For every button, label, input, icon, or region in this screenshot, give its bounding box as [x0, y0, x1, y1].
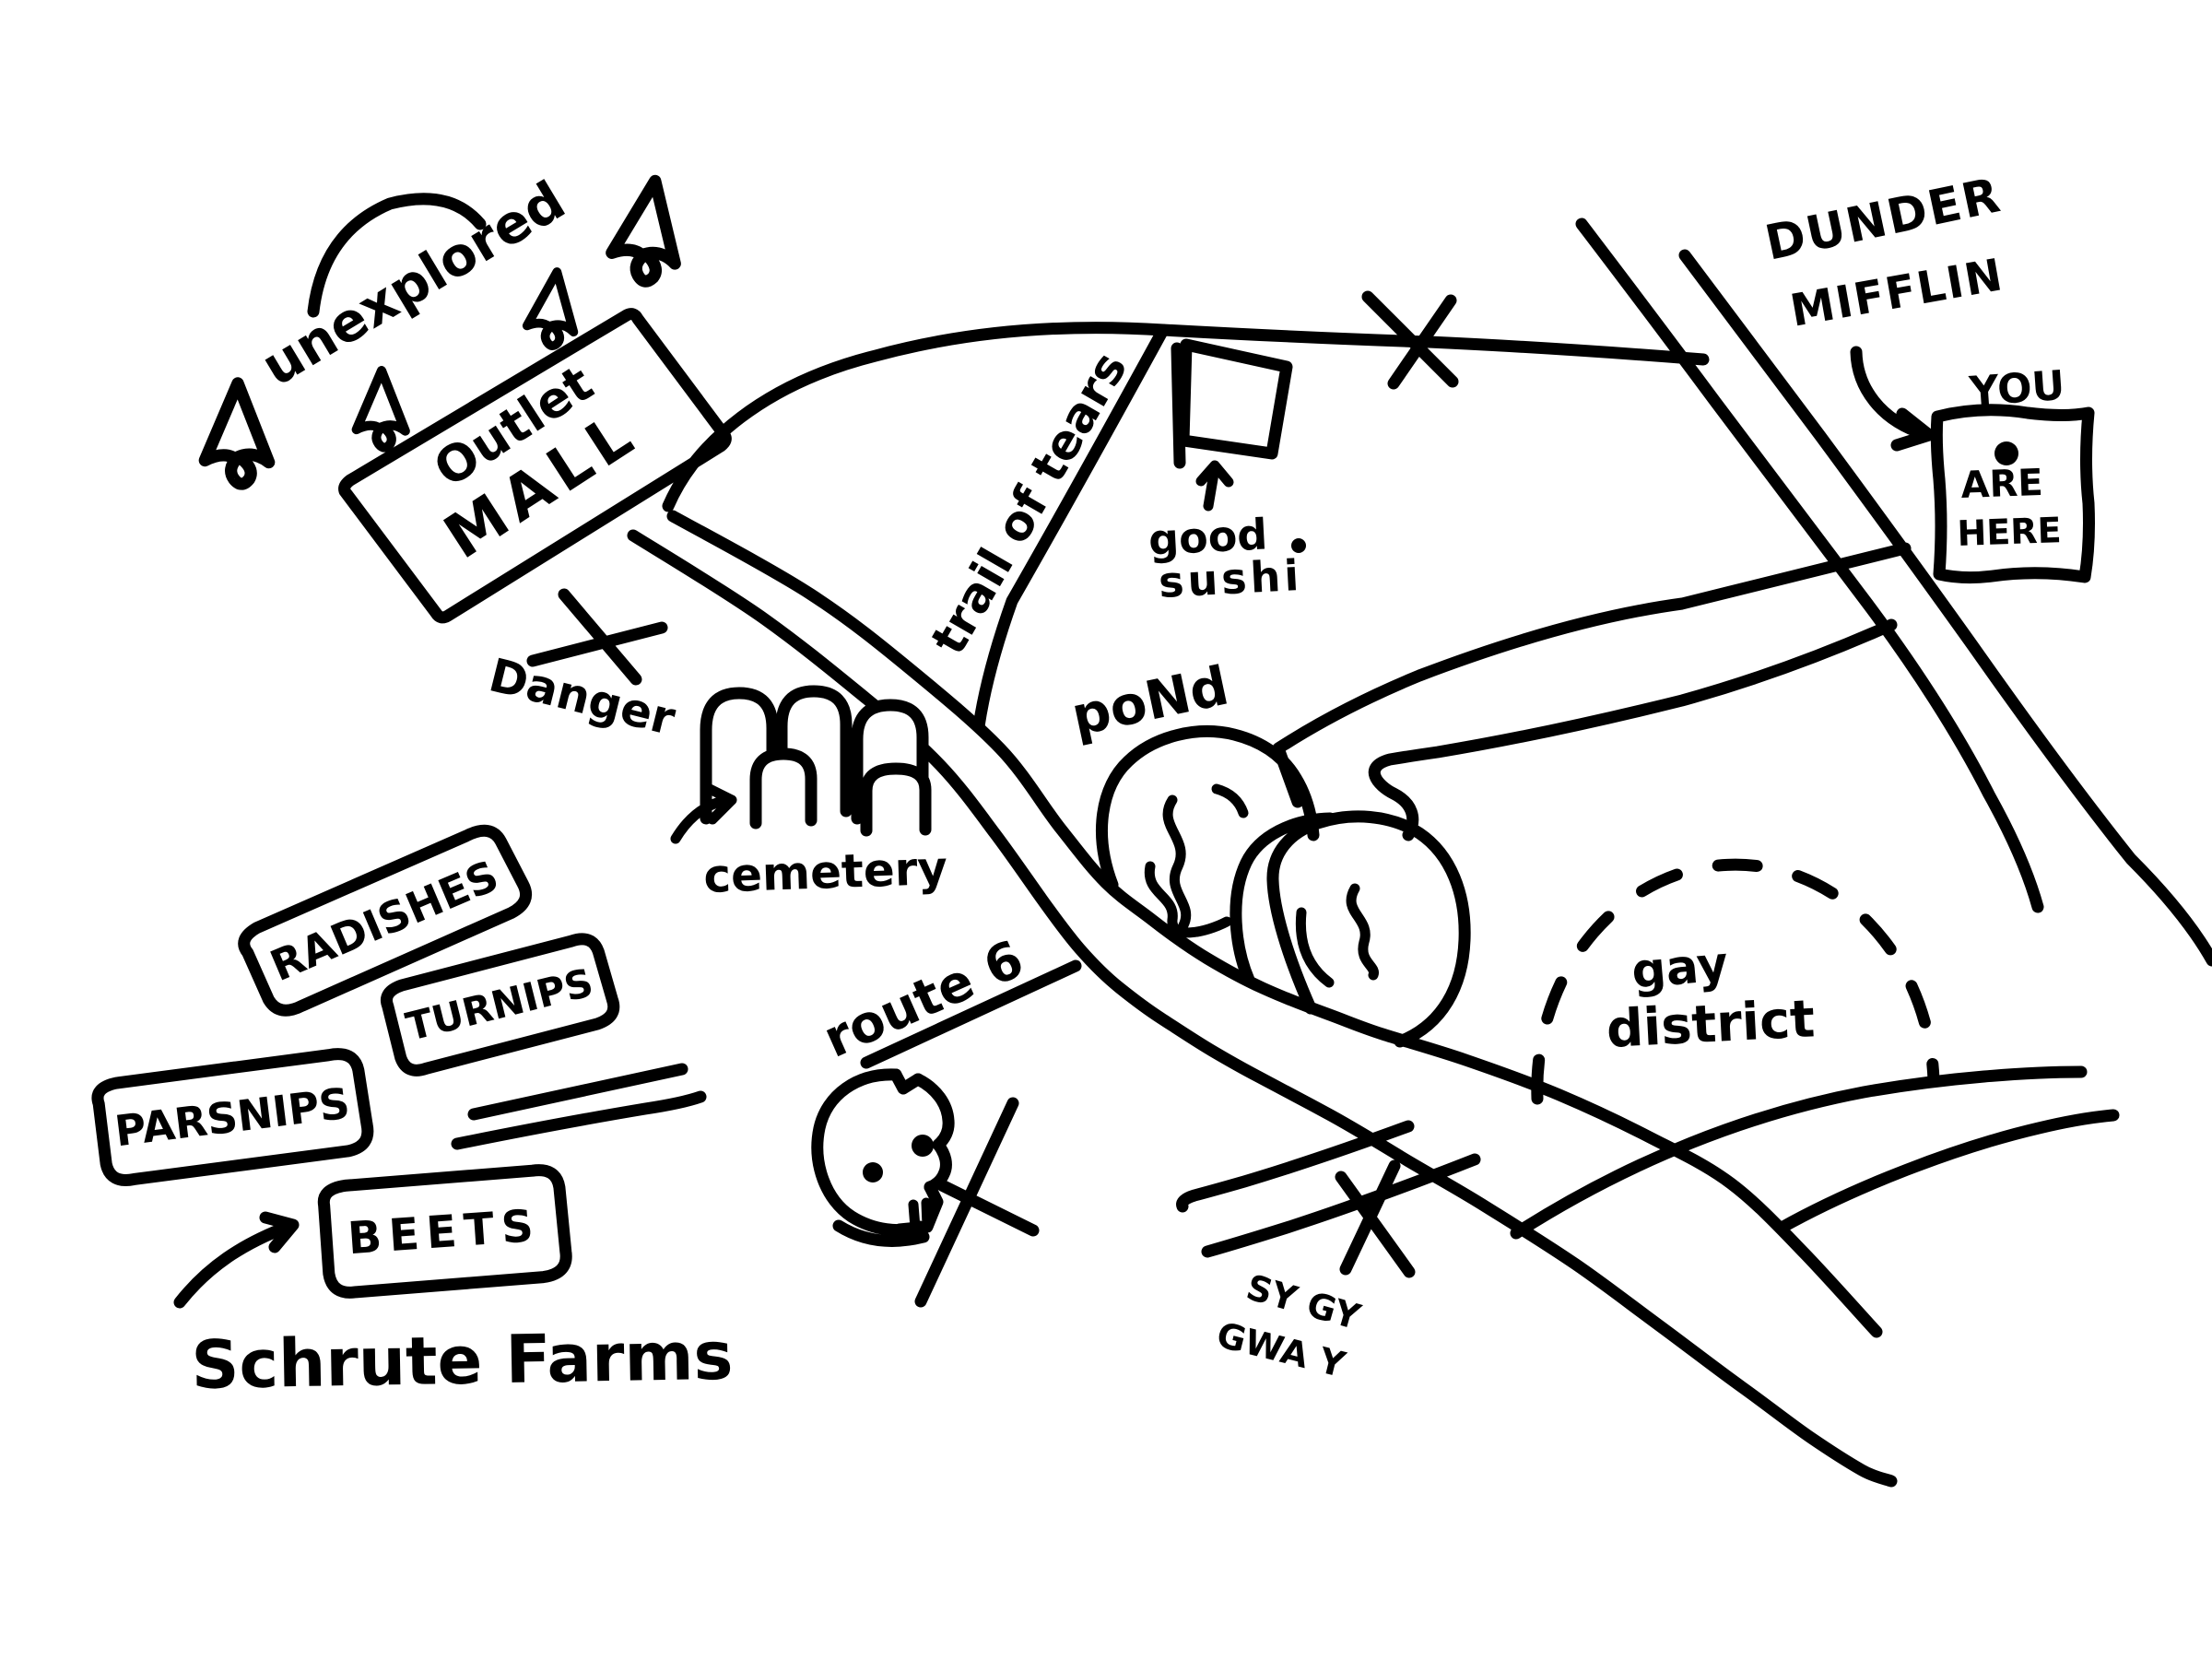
good-sushi-flag [1171, 338, 1306, 553]
label-gay: gay [1630, 936, 1730, 1000]
label-good: good [1147, 509, 1269, 565]
bottom-right-roads [1510, 1065, 2120, 1240]
farm-plot-beets [317, 1164, 572, 1299]
farm-plot-radishes [238, 824, 532, 1017]
you-are-here-sign [1930, 404, 2095, 584]
trail-of-tears-path [972, 324, 1170, 733]
cemetery-arrow-icon [670, 783, 737, 844]
x-icon [1361, 290, 1459, 390]
pond-right-blob [1266, 810, 1471, 1048]
pond-ripple-3 [1144, 861, 1232, 938]
route6-side-line [860, 959, 1082, 1069]
outlet-mall-sign-board [338, 308, 732, 624]
gay-district-boundary [1531, 858, 1940, 1105]
pond-ripple-5 [1295, 907, 1335, 988]
right-road [1575, 218, 2212, 967]
bottom-right-arc-upper [1510, 1065, 2088, 1240]
skull-eye-right [912, 1135, 934, 1157]
cemetery [670, 685, 932, 844]
branch-line-1 [1176, 1120, 1415, 1213]
north-x-mark [1361, 290, 1459, 390]
branch-line-2 [1201, 1153, 1481, 1258]
middle-road-lower-line [1368, 618, 1898, 841]
skull-chin [832, 1219, 930, 1247]
sygyway-x-mark [1335, 1159, 1416, 1278]
label-you: YOU [1967, 362, 2066, 416]
label-cemetery: cemetery [702, 841, 947, 903]
pond-big-blob [1096, 725, 1320, 891]
farm-field-line-1 [467, 1063, 688, 1121]
farm-arrow-icon [173, 1211, 300, 1309]
farm-field-line-2 [451, 1090, 707, 1150]
pond-ripple-1 [1211, 783, 1249, 818]
flag-icon [1177, 338, 1293, 460]
label-sushi: sushi [1158, 550, 1304, 607]
you-are-here-board [1930, 404, 2095, 584]
good-sushi-dot [1291, 538, 1306, 553]
label-district: district [1605, 989, 1816, 1060]
unexplored-arc [307, 193, 487, 318]
sygyway-branch [1176, 1120, 1481, 1258]
skull-eye-left [863, 1162, 883, 1182]
outlet-mall-sign [338, 308, 732, 624]
bottom-right-arc-lower [1775, 1109, 2120, 1234]
pond [1096, 725, 1471, 1048]
x-icon [1335, 1159, 1416, 1278]
skull-right-side [912, 1073, 955, 1194]
farm-plot-parsnips [91, 1048, 374, 1186]
skull-icon [811, 1068, 955, 1247]
skull-x-mark [914, 1097, 1040, 1308]
dunder-arrow-icon [1850, 346, 1931, 441]
farm-plot-turnips [381, 933, 620, 1077]
trail-line [972, 324, 1170, 733]
skull-head [811, 1068, 926, 1237]
middle-road [1272, 542, 1912, 841]
skull-teeth [908, 1197, 933, 1233]
x-icon [526, 588, 668, 686]
right-road-left-edge [1575, 218, 2044, 913]
dunder-arrow-head [1890, 407, 1936, 452]
label-farm-title: Schrute Farms [191, 1317, 734, 1404]
good-sushi-arrow-icon [1195, 460, 1234, 512]
label-here: HERE [1957, 510, 2062, 554]
middle-road-upper-line [1272, 542, 1912, 808]
x-icon [914, 1097, 1040, 1308]
tombstone-icon-5 [860, 762, 932, 837]
dunder-mifflin-pointer [1850, 346, 1936, 452]
tombstone-icon-4 [749, 747, 818, 830]
pond-divider-line-1 [1230, 812, 1336, 986]
main-road-upper-edge [666, 510, 1883, 1338]
label-are: ARE [1960, 462, 2044, 507]
you-are-here-dot [1994, 441, 2018, 465]
pond-ripple-2 [1162, 794, 1192, 931]
danger-x-mark [526, 588, 668, 686]
right-road-right-edge [1678, 249, 2212, 967]
schrute-farms [91, 824, 707, 1309]
pond-ripple-4 [1346, 883, 1379, 981]
